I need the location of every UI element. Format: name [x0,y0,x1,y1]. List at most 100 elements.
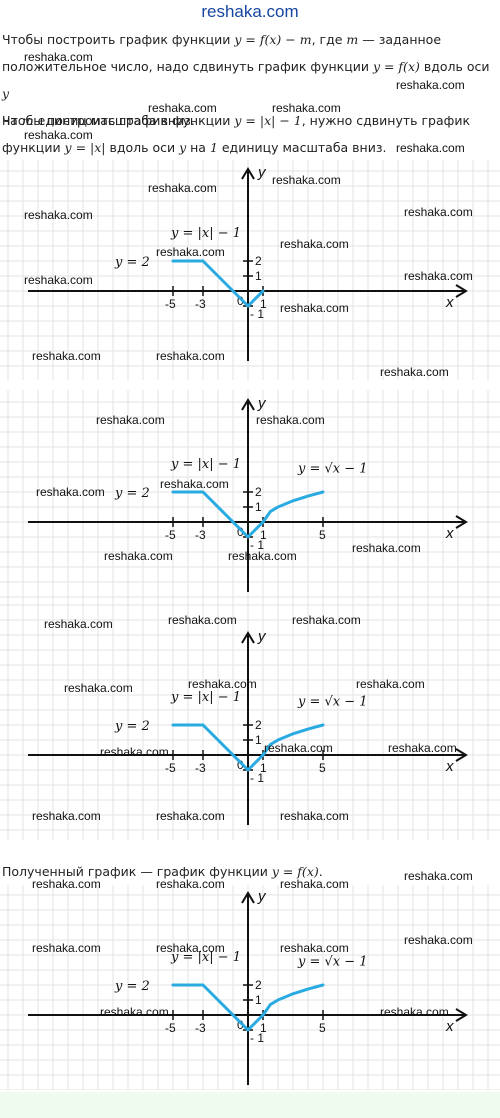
function-label-sqrt: y = √x − 1 [297,462,368,477]
series-line-1 [171,983,265,1032]
watermark: reshaka.com [380,1005,449,1019]
watermark: reshaka.com [24,50,93,64]
x-tick-label: 1 [260,1021,267,1035]
watermark: reshaka.com [24,128,93,142]
paragraph-1-line-1: Чтобы построить график функции y = f(x) … [2,32,442,47]
watermark: reshaka.com [380,365,449,379]
watermark: reshaka.com [104,549,173,563]
y-tick-label: 1 [255,993,262,1007]
watermark: reshaka.com [396,78,465,92]
x-tick-label: -5 [165,1021,176,1035]
y-axis-label: y [257,628,267,645]
grid [0,885,500,1090]
x-tick-label: -3 [195,1021,206,1035]
data-point [201,723,205,727]
watermark: reshaka.com [24,208,93,222]
watermark: reshaka.com [388,741,457,755]
y-tick-label: - 1 [250,538,264,552]
data-point [276,738,280,742]
data-point [276,998,280,1002]
watermark: reshaka.com [188,677,257,691]
data-point [321,723,325,727]
watermark: reshaka.com [396,141,465,155]
data-point [276,505,280,509]
watermark: reshaka.com [156,349,225,363]
watermark: reshaka.com [352,541,421,555]
series-line-2 [261,983,325,1017]
function-label-const: y = 2 [114,486,150,501]
x-tick-label: 1 [260,528,267,542]
data-point [246,768,250,772]
data-point [291,499,295,502]
function-label-const: y = 2 [114,979,150,994]
data-point [321,983,325,987]
x-tick-label: 5 [319,761,326,775]
y-tick-label: 2 [255,978,262,992]
watermark: reshaka.com [32,877,101,891]
watermark: reshaka.com [404,869,473,883]
x-tick-label: 5 [319,528,326,542]
paragraph-1: Чтобы построить график функции y = f(x) … [2,26,496,134]
data-point [321,490,325,494]
paragraph-1-line-3: на m единиц масштаба вниз. [2,113,195,128]
data-point [269,510,272,513]
data-point [171,490,175,494]
function-label-abs: y = |x| − 1 [170,457,241,472]
watermark: reshaka.com [168,613,237,627]
y-tick-label: 1 [255,733,262,747]
watermark: reshaka.com [156,877,225,891]
function-label-abs: y = |x| − 1 [170,226,241,241]
x-tick-label: 1 [260,297,267,311]
watermark: reshaka.com [228,549,297,563]
site-title[interactable]: reshaka.com [201,2,299,21]
x-axis-label: x [445,758,454,775]
origin-label: 0 [237,525,244,539]
watermark: reshaka.com [160,477,229,491]
y-axis-label: y [257,164,267,181]
watermark: reshaka.com [280,941,349,955]
origin-label: 0 [237,1018,244,1032]
x-axis-label: x [445,1018,454,1035]
watermark: reshaka.com [148,101,217,115]
function-label-abs: y = |x| − 1 [170,690,241,705]
watermark: reshaka.com [32,809,101,823]
data-point [261,1013,265,1017]
x-tick-label: -3 [195,528,206,542]
watermark: reshaka.com [280,301,349,315]
paragraph-2: Чтобы построить график функции y = |x| −… [2,107,496,161]
x-tick-label: -5 [165,297,176,311]
watermark: reshaka.com [280,237,349,251]
origin-label: 0 [237,294,244,308]
y-axis-arrow-icon [241,891,255,904]
data-point [291,732,295,735]
x-axis-arrow-icon [455,284,468,298]
paragraph-3: Полученный график — график функции y = f… [2,864,323,879]
x-tick-label: -3 [195,297,206,311]
watermark: reshaka.com [404,269,473,283]
x-tick-label: 5 [319,1021,326,1035]
watermark: reshaka.com [96,413,165,427]
data-point [246,304,250,308]
watermark: reshaka.com [272,101,341,115]
y-tick-label: - 1 [250,1031,264,1045]
y-tick-label: - 1 [250,307,264,321]
data-point [306,727,310,731]
watermark: reshaka.com [32,349,101,363]
series-line-1 [171,723,265,772]
paragraph-2-line-1: Чтобы построить график функции y = |x| −… [2,113,471,128]
x-axis-label: x [445,525,454,542]
data-point [201,490,205,494]
y-axis-arrow-icon [241,398,255,411]
x-axis-label: x [445,294,454,311]
function-label-const: y = 2 [114,719,150,734]
watermark: reshaka.com [404,933,473,947]
x-tick-label: -5 [165,761,176,775]
watermark: reshaka.com [280,809,349,823]
data-point [201,983,205,987]
series-line-2 [261,723,325,757]
x-tick-label: 1 [260,761,267,775]
